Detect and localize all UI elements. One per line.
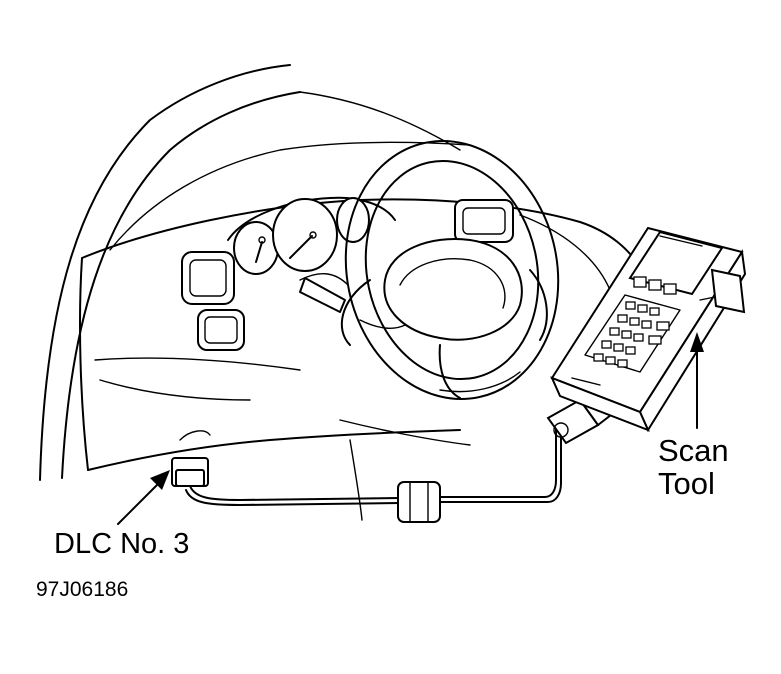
scan-tool-label: Scan Tool — [658, 434, 729, 500]
instrument-cluster — [227, 196, 396, 286]
dlc-label: DLC No. 3 — [54, 528, 190, 560]
dlc-arrow — [117, 470, 170, 525]
turn-signal-stalk — [299, 277, 346, 313]
dlc-connector — [171, 430, 211, 487]
scan-tool-arrow — [690, 332, 704, 429]
scan-tool-device — [550, 226, 747, 433]
right-air-vent — [454, 199, 514, 243]
steering-wheel — [340, 139, 560, 401]
windshield-pillar — [39, 64, 471, 481]
left-air-vents — [181, 251, 245, 351]
figure-id: 97J06186 — [36, 578, 129, 601]
cable — [185, 429, 562, 523]
dashboard-outline — [79, 198, 641, 521]
scan-tool-label-line1: Scan — [658, 433, 729, 468]
scan-tool-keypad — [584, 294, 681, 373]
scan-tool-label-line2: Tool — [658, 466, 715, 501]
